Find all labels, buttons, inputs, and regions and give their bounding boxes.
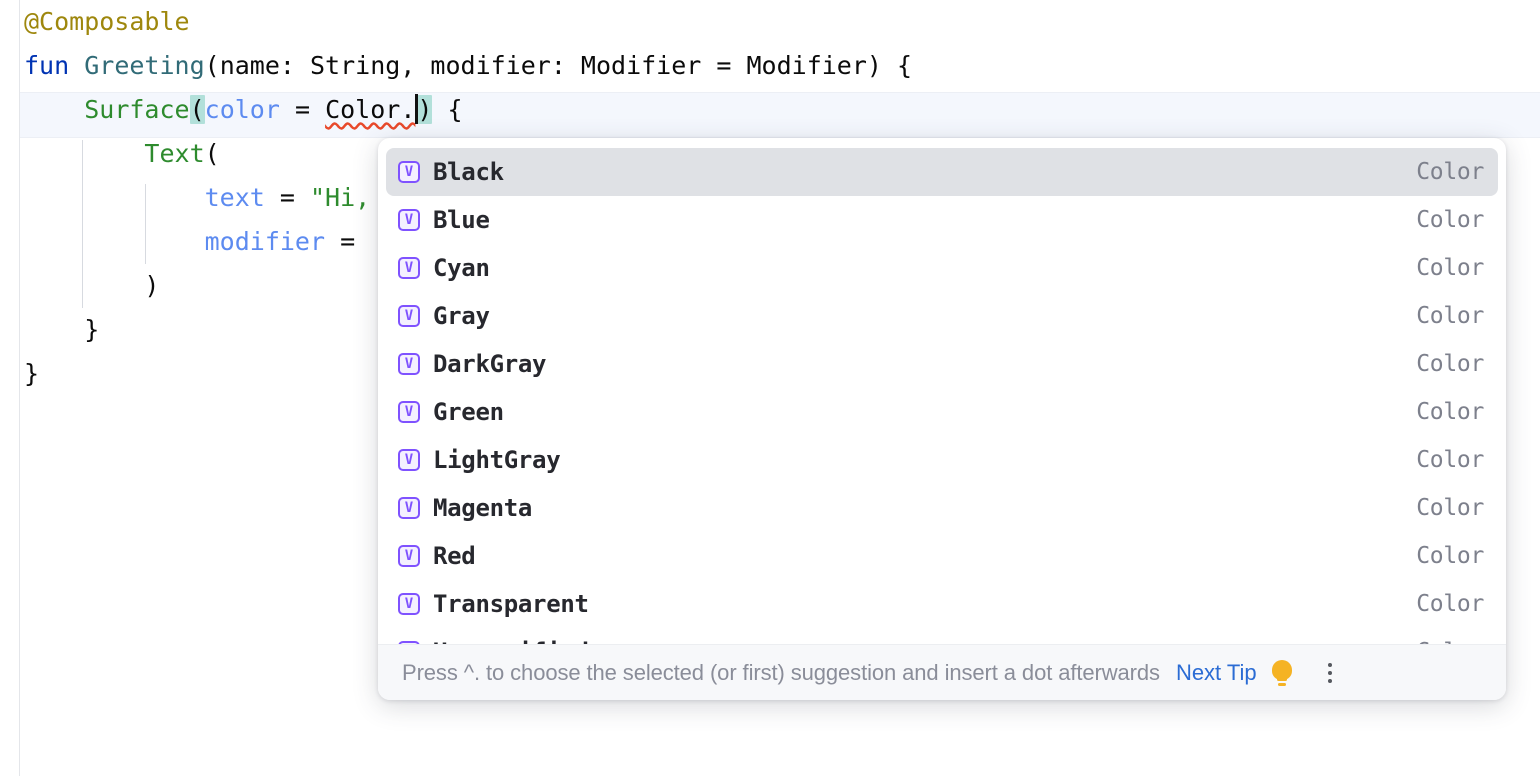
- lightbulb-icon: [1269, 659, 1295, 687]
- completion-item[interactable]: V Magenta Color: [386, 484, 1498, 532]
- code-token: (: [204, 139, 220, 168]
- code-token: [24, 95, 84, 124]
- code-line: fun Greeting(name: String, modifier: Mod…: [0, 44, 912, 88]
- code-token: (: [189, 95, 205, 124]
- code-token: ): [417, 95, 433, 124]
- kotlin-value-icon: V: [398, 305, 420, 327]
- code-token: fun: [24, 51, 85, 80]
- completion-item-type: Color: [1416, 495, 1484, 521]
- completion-item-type: Color: [1416, 351, 1484, 377]
- kotlin-value-icon: V: [398, 353, 420, 375]
- code-token: =: [279, 95, 326, 124]
- completion-item-label: Green: [433, 398, 504, 426]
- completion-item[interactable]: V Transparent Color: [386, 580, 1498, 628]
- code-token: {: [432, 95, 463, 124]
- kebab-menu-icon[interactable]: [1319, 659, 1341, 687]
- completion-item-type: Color: [1416, 399, 1484, 425]
- completion-item-label: Cyan: [433, 254, 490, 282]
- completion-item-label: Red: [433, 542, 476, 570]
- completion-item-type: Color: [1416, 543, 1484, 569]
- code-line: modifier =: [0, 220, 912, 264]
- code-line: @Composable: [0, 0, 912, 44]
- code-token: Color.: [325, 95, 416, 124]
- code-token: ): [24, 271, 160, 300]
- completion-item[interactable]: V DarkGray Color: [386, 340, 1498, 388]
- completion-item[interactable]: V LightGray Color: [386, 436, 1498, 484]
- code-line: Text(: [0, 132, 912, 176]
- code-line: }: [0, 308, 912, 352]
- code-line: ): [0, 264, 912, 308]
- completion-item-label: DarkGray: [433, 350, 547, 378]
- code-line: Surface(color = Color.) {: [0, 88, 912, 132]
- code-token: }: [24, 315, 100, 344]
- completion-item[interactable]: V Green Color: [386, 388, 1498, 436]
- code-token: Text: [144, 139, 205, 168]
- code-body[interactable]: @Composable fun Greeting(name: String, mo…: [0, 0, 912, 396]
- completion-item[interactable]: V Blue Color: [386, 196, 1498, 244]
- completion-item-label: Magenta: [433, 494, 533, 522]
- completion-item[interactable]: V Black Color: [386, 148, 1498, 196]
- completion-item-type: Color: [1416, 207, 1484, 233]
- kotlin-value-icon: V: [398, 209, 420, 231]
- current-line-highlight: [20, 92, 1540, 138]
- code-token: (name: String, modifier: Modifier = Modi…: [204, 51, 913, 80]
- next-tip-link[interactable]: Next Tip: [1175, 659, 1257, 685]
- completion-item-label: LightGray: [433, 446, 561, 474]
- kotlin-value-icon: V: [398, 161, 420, 183]
- completion-tip-bar: Press ^. to choose the selected (or firs…: [378, 644, 1506, 700]
- completion-item-type: Color: [1416, 447, 1484, 473]
- code-token: text: [204, 183, 265, 212]
- code-line: }: [0, 352, 912, 396]
- completion-item-type: Color: [1416, 159, 1484, 185]
- kotlin-value-icon: V: [398, 401, 420, 423]
- code-token: Greeting: [84, 51, 205, 80]
- code-token: [24, 183, 205, 212]
- kotlin-value-icon: V: [398, 497, 420, 519]
- kotlin-value-icon: V: [398, 257, 420, 279]
- completion-item-type: Color: [1416, 591, 1484, 617]
- completion-item-label: Gray: [433, 302, 490, 330]
- code-token: color: [204, 95, 280, 124]
- completion-item-label: Blue: [433, 206, 490, 234]
- kotlin-value-icon: V: [398, 449, 420, 471]
- code-token: =: [264, 183, 310, 212]
- indent-guide: [145, 184, 146, 264]
- code-token: =: [325, 227, 371, 256]
- completion-item-type: Color: [1416, 255, 1484, 281]
- completion-item[interactable]: V Cyan Color: [386, 244, 1498, 292]
- code-token: [24, 139, 144, 168]
- completion-item[interactable]: V Gray Color: [386, 292, 1498, 340]
- text-caret: [415, 94, 419, 124]
- completion-item[interactable]: V Red Color: [386, 532, 1498, 580]
- completion-item-type: Color: [1416, 303, 1484, 329]
- code-token: }: [24, 359, 40, 388]
- kotlin-value-icon: V: [398, 545, 420, 567]
- completion-item-label: Transparent: [433, 590, 589, 618]
- code-token: Surface: [84, 95, 190, 124]
- code-token: modifier: [204, 227, 326, 256]
- completion-item-label: Black: [433, 158, 504, 186]
- code-token: @Composable: [24, 7, 190, 36]
- kotlin-value-icon: V: [398, 593, 420, 615]
- code-token: [24, 227, 205, 256]
- code-line: text = "Hi,: [0, 176, 912, 220]
- indent-guide: [82, 140, 83, 308]
- code-token: "Hi,: [310, 183, 371, 212]
- gutter-divider: [19, 0, 20, 776]
- tip-text: Press ^. to choose the selected (or firs…: [402, 659, 1160, 685]
